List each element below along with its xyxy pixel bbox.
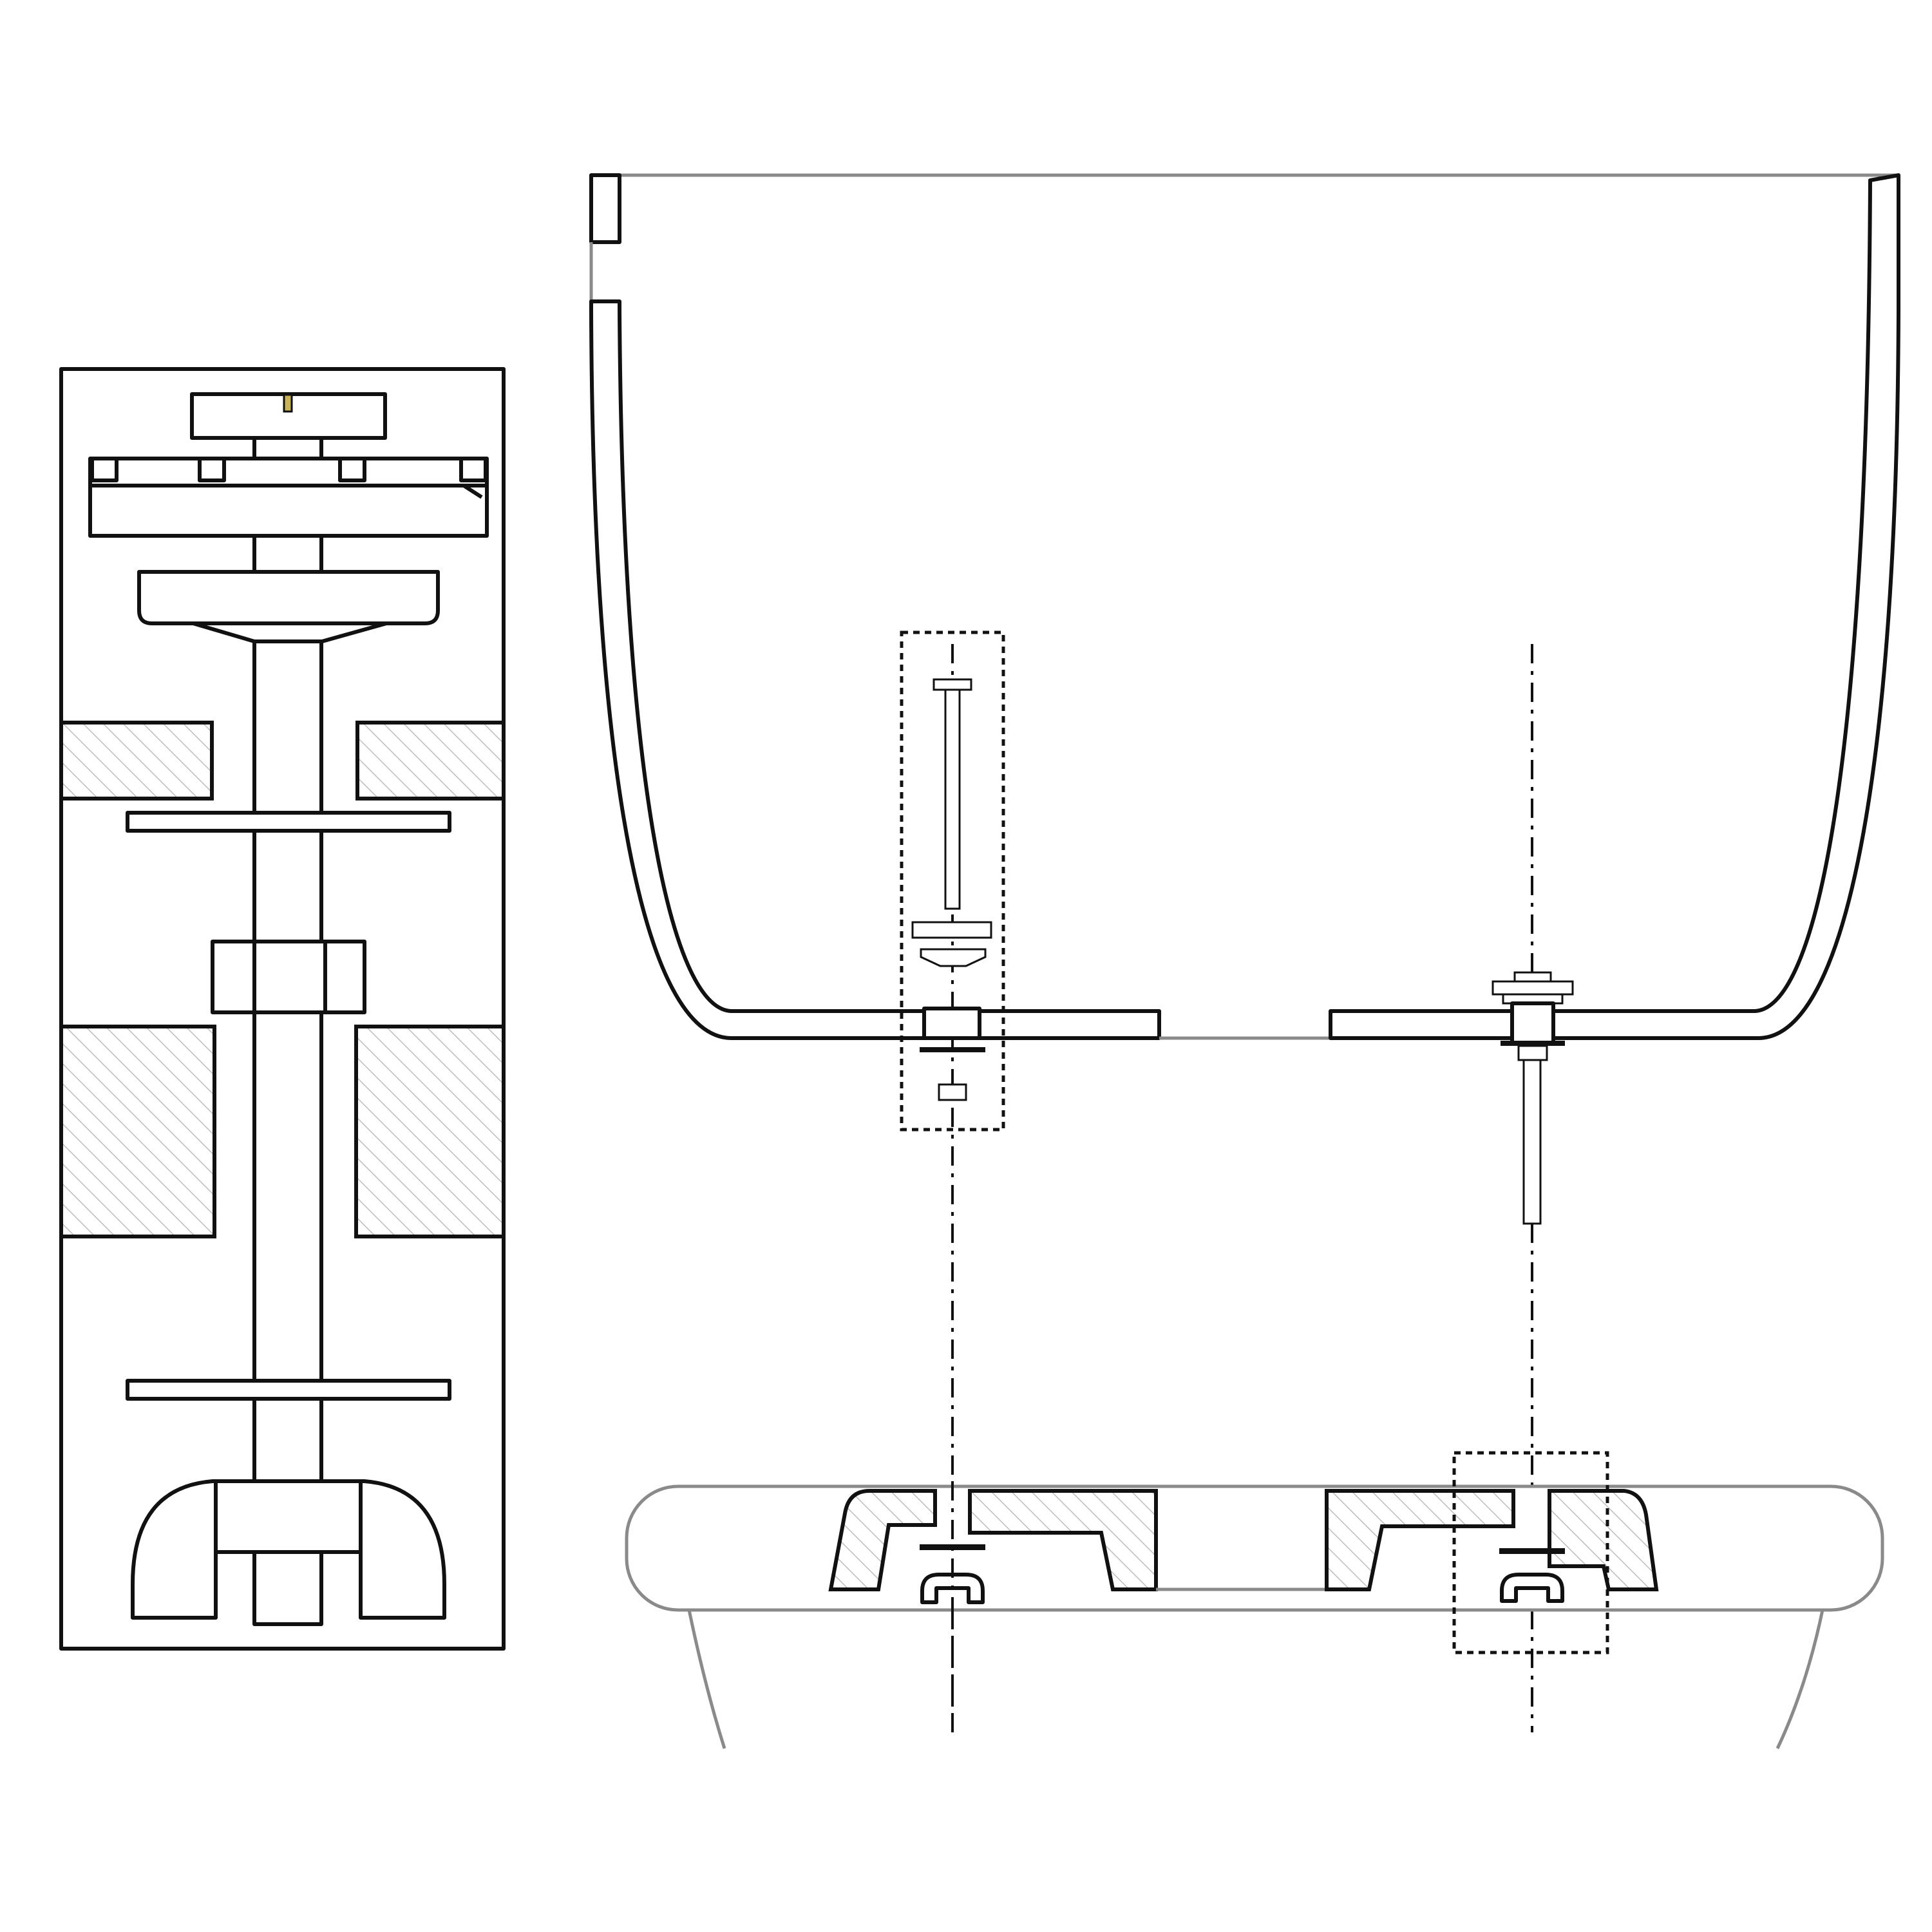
foot-right-bolt — [1500, 1573, 1564, 1603]
fitting-outlet — [252, 1550, 323, 1626]
drain-cap — [190, 392, 387, 460]
washer-plate-lower — [126, 1379, 451, 1401]
tub-wall-section-upper-left — [59, 721, 214, 800]
tub-rim-left-block — [589, 173, 621, 244]
assembled-cap — [1513, 971, 1552, 983]
lower-nut — [938, 1083, 967, 1101]
upper-flange-disc — [911, 921, 992, 939]
stopper-rod — [944, 688, 961, 910]
foot-right-washer — [1499, 1548, 1565, 1554]
fitting-left-leg — [131, 1479, 218, 1620]
foot-left-inner — [968, 1489, 1158, 1591]
base-skirt-right — [1776, 1609, 1824, 1750]
drain-body-in-floor — [922, 1007, 981, 1040]
flange-top-plate — [88, 457, 489, 488]
foot-right-inner — [1325, 1489, 1515, 1591]
tub-shell-left — [589, 299, 926, 1040]
flange-clip-mid-right — [338, 457, 366, 482]
lower-washer — [920, 1047, 985, 1052]
detail-callout-box-left — [900, 630, 1005, 1132]
foot-left-outer — [828, 1489, 937, 1591]
stopper-body — [137, 570, 440, 625]
tub-wall-section-lower-right — [354, 1025, 506, 1238]
shaft-upper-segment — [252, 534, 323, 576]
foot-left-bolt — [920, 1573, 985, 1604]
assembled-washer — [1501, 1041, 1565, 1046]
detail-frame — [59, 367, 506, 1651]
cap-neck — [252, 436, 323, 460]
flange-body — [88, 484, 489, 538]
stopper-taper — [191, 621, 388, 643]
upper-seal — [920, 948, 987, 967]
tub-shell-right — [1329, 173, 1900, 1040]
flange-clip-right — [459, 457, 488, 482]
assembled-body — [1510, 1001, 1555, 1045]
stopper-head — [933, 678, 972, 691]
nut-body — [211, 940, 366, 1014]
fitting-right-leg — [359, 1479, 446, 1620]
flange-edge — [116, 484, 483, 499]
base-skirt-left — [687, 1609, 726, 1749]
bathtub-section — [589, 173, 1900, 1750]
screw-slot-icon — [283, 393, 293, 413]
washer-plate-upper — [126, 811, 451, 833]
tub-wall-section-lower-left — [59, 1025, 216, 1238]
drain-detail-panel — [59, 367, 506, 1651]
fitting-center-block — [214, 1479, 363, 1554]
tub-base — [625, 1451, 1884, 1750]
flange-clip-left — [90, 457, 118, 482]
flange-clip-mid-left — [198, 457, 226, 482]
assembled-nut — [1517, 1045, 1548, 1061]
drain-bottom-fitting — [131, 1479, 446, 1626]
tub-wall-section-upper-right — [355, 721, 506, 800]
assembled-rod — [1522, 1045, 1542, 1225]
drain-flange — [88, 457, 489, 538]
left-drain-exploded — [900, 630, 1005, 1732]
locking-nut — [211, 940, 366, 1014]
detail-callout-box-right — [1452, 1451, 1609, 1654]
base-outline — [625, 1484, 1884, 1612]
assembled-flange-top — [1492, 980, 1574, 996]
